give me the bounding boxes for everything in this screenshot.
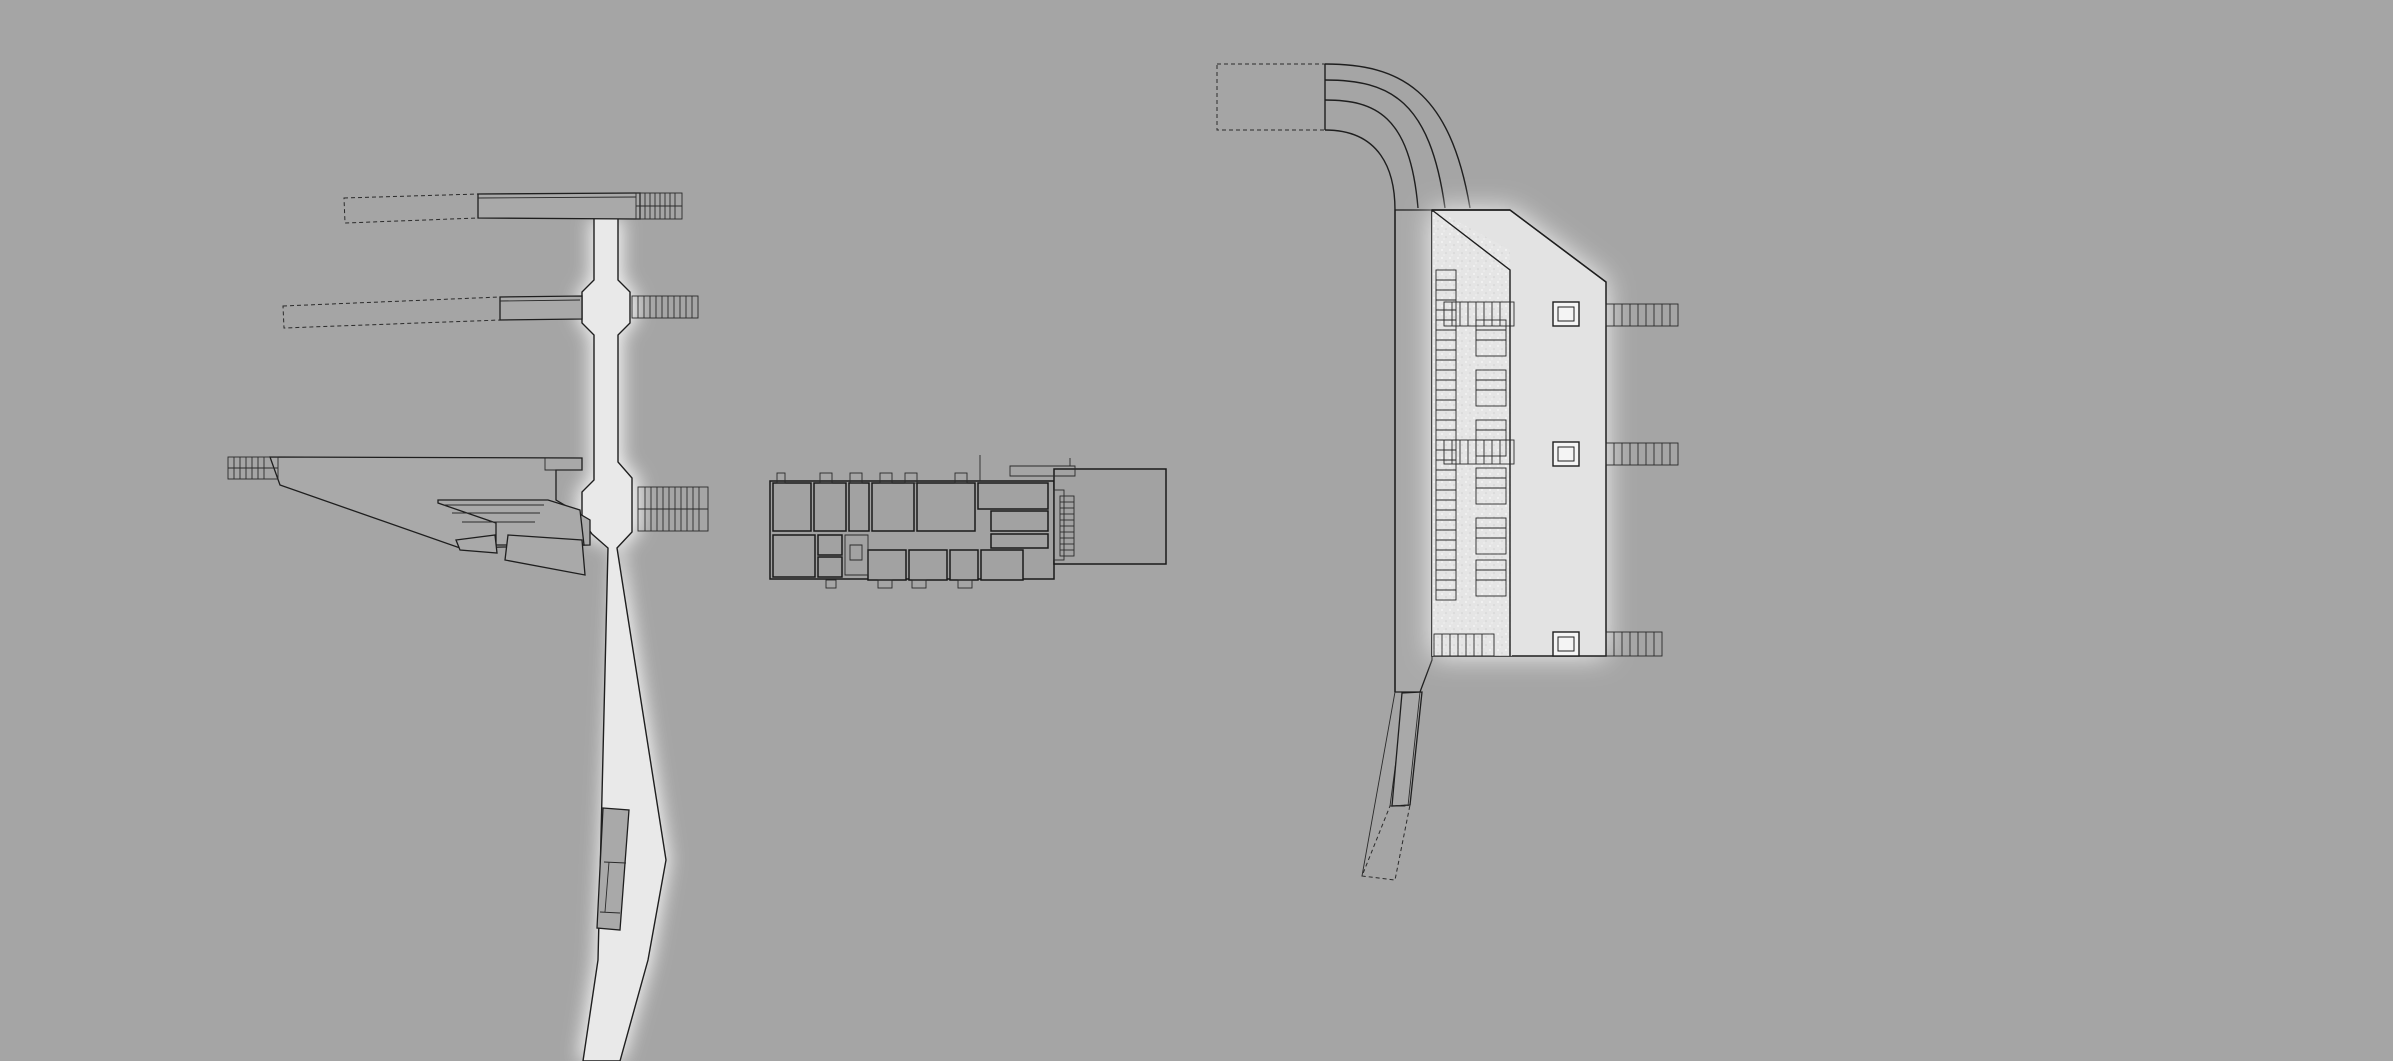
right-exit-stairs	[1605, 303, 1679, 657]
center-building-plan	[769, 455, 1167, 589]
wedge-hall	[227, 456, 591, 576]
platform-arm-top	[343, 192, 683, 224]
right-station-plan	[1216, 63, 1679, 881]
side-stair-strip	[1435, 269, 1457, 601]
platform-arm-middle	[282, 295, 699, 329]
left-station-plan	[227, 192, 709, 1061]
internal-stairs	[1475, 319, 1507, 597]
elevator-shafts	[1552, 301, 1580, 657]
cross-stair-left	[1433, 301, 1515, 657]
lower-platform	[596, 807, 630, 931]
speckle-band	[1432, 212, 1512, 656]
junction-stair	[637, 486, 709, 532]
